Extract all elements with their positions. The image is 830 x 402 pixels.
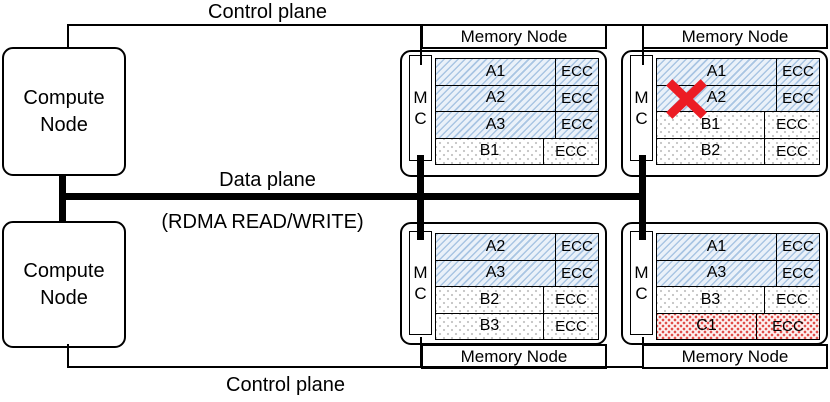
memory-region-label: A1 [657,234,776,260]
control-wire-mn2 [642,25,644,65]
memory-row: B3 ECC [436,313,598,339]
memory-region-label: C1 [657,313,756,339]
memory-row: B2 ECC [436,287,598,314]
memory-row: B3 ECC [657,287,819,314]
memory-region-label: B1 [657,112,764,138]
ecc-cell: ECC [764,287,819,313]
memory-node-3-title: Memory Node [421,344,607,369]
control-plane-wire-top [67,24,644,26]
memory-region-label: B1 [436,138,543,164]
memory-row: A2 ECC [657,85,819,112]
memory-row: A3 ECC [657,260,819,287]
control-plane-wire-bottom [67,366,644,368]
compute-node-2: Compute Node [2,221,126,348]
ecc-cell: ECC [543,287,598,313]
rdma-note-label: (RDMA READ/WRITE) [161,211,364,233]
compute-node-1: Compute Node [2,47,126,176]
memory-region-label: B3 [436,313,543,339]
data-bus-right-memory-link [639,155,646,240]
memory-node-1: M C A1 ECC A2 ECC A3 ECC B1 ECC [400,50,607,177]
memory-row: A3 ECC [436,260,598,287]
memory-controller: M C [409,55,432,161]
memory-region-label: B2 [436,287,543,313]
ecc-cell: ECC [776,260,819,286]
memory-region-label: A3 [657,260,776,286]
control-plane-label-bottom: Control plane [226,374,345,396]
memory-row: A1 ECC [436,59,598,86]
ecc-cell: ECC [555,59,598,85]
memory-node-2-title: Memory Node [642,24,828,49]
data-bus-compute-link [59,174,66,222]
ecc-cell: ECC [555,260,598,286]
compute-node-2-label: Compute Node [23,259,105,309]
control-wire-mn4 [642,337,644,367]
ecc-cell: ECC [543,138,598,164]
ecc-cell: ECC [555,234,598,260]
ecc-cell: ECC [543,313,598,339]
memory-row: B1 ECC [657,112,819,139]
memory-node-1-title: Memory Node [421,24,607,49]
memory-regions: A1 ECC A3 ECC B3 ECC C1 ECC [656,233,820,340]
memory-row: C1 ECC [657,313,819,339]
memory-region-label: B2 [657,138,764,164]
compute-node-1-label: Compute Node [23,86,105,136]
memory-regions: A2 ECC A3 ECC B2 ECC B3 ECC [435,233,599,340]
memory-row: A2 ECC [436,85,598,112]
memory-region-label: A3 [436,260,555,286]
ecc-cell: ECC [756,313,819,339]
ecc-cell: ECC [764,138,819,164]
control-wire-cn1 [67,25,69,48]
memory-row: A3 ECC [436,112,598,139]
data-plane-label: Data plane [219,169,316,191]
memory-node-4-title: Memory Node [642,344,828,369]
memory-row: B2 ECC [657,138,819,164]
memory-region-label: A2 [436,85,555,111]
memory-row: A1 ECC [657,59,819,86]
memory-region-label: A1 [657,59,776,85]
control-wire-mn3 [420,337,422,367]
memory-region-label: A1 [436,59,555,85]
memory-controller: M C [409,231,432,335]
data-bus-left-memory-link [417,155,424,240]
memory-row: A2 ECC [436,234,598,261]
memory-row: B1 ECC [436,138,598,164]
memory-regions: A1 ECC A2 ECC A3 ECC B1 ECC [435,58,599,165]
ecc-cell: ECC [776,234,819,260]
control-wire-mn1 [420,25,422,65]
memory-region-label: A2 [657,85,776,111]
memory-row: A1 ECC [657,234,819,261]
ecc-cell: ECC [555,112,598,138]
ecc-cell: ECC [776,59,819,85]
ecc-cell: ECC [764,112,819,138]
memory-node-4: M C A1 ECC A3 ECC B3 ECC C1 ECC [621,222,828,345]
ecc-cell: ECC [776,85,819,111]
memory-region-label: A3 [436,112,555,138]
memory-node-2: M C A1 ECC A2 ECC B1 ECC B2 ECC [621,50,828,177]
memory-region-label: B3 [657,287,764,313]
memory-controller: M C [630,55,653,161]
memory-controller: M C [630,231,653,335]
memory-node-3: M C A2 ECC A3 ECC B2 ECC B3 ECC [400,222,607,345]
control-plane-label-top: Control plane [208,1,327,23]
memory-regions: A1 ECC A2 ECC B1 ECC B2 ECC [656,58,820,165]
memory-region-label: A2 [436,234,555,260]
ecc-cell: ECC [555,85,598,111]
data-plane-bus [59,193,646,200]
control-wire-cn2 [67,344,69,367]
